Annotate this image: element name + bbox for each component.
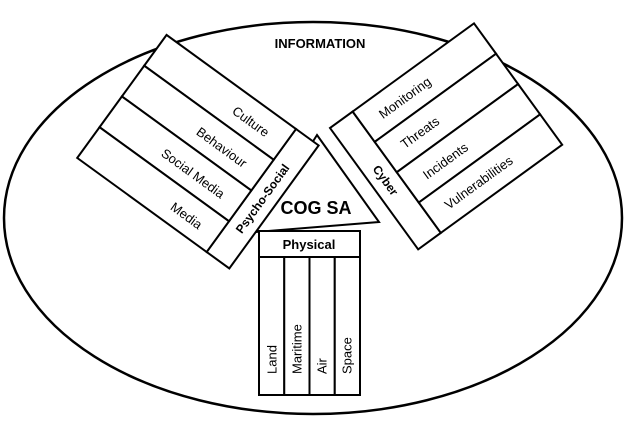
physical-header-label: Physical	[283, 237, 336, 252]
physical-item-label: Space	[340, 337, 355, 374]
physical-item-label: Land	[265, 345, 280, 374]
physical-item-label: Maritime	[290, 324, 305, 374]
physical-item-space	[333, 256, 361, 396]
physical-item-air	[308, 256, 336, 396]
physical-item-maritime	[283, 256, 311, 396]
physical-items: Land Maritime Air Space	[258, 256, 361, 396]
information-title: INFORMATION	[275, 36, 366, 51]
physical-item-land	[258, 256, 286, 396]
cyber-item-vulnerabilities	[417, 112, 564, 235]
physical-header	[258, 230, 361, 258]
psycho-social-arm: Psycho-Social Culture Behaviour Social M…	[75, 33, 321, 270]
cyber-arm: Cyber Monitoring Threats Incidents Vulne…	[328, 21, 564, 251]
cyber-items: Monitoring Threats Incidents Vulnerabili…	[351, 21, 564, 235]
physical-arm: Physical Land Maritime Air Space	[258, 230, 361, 396]
psycho-social-items: Culture Behaviour Social Media Media	[75, 33, 298, 254]
physical-item-label: Air	[315, 357, 330, 374]
psycho-social-item-media	[75, 125, 231, 254]
center-label: COG SA	[280, 198, 351, 218]
